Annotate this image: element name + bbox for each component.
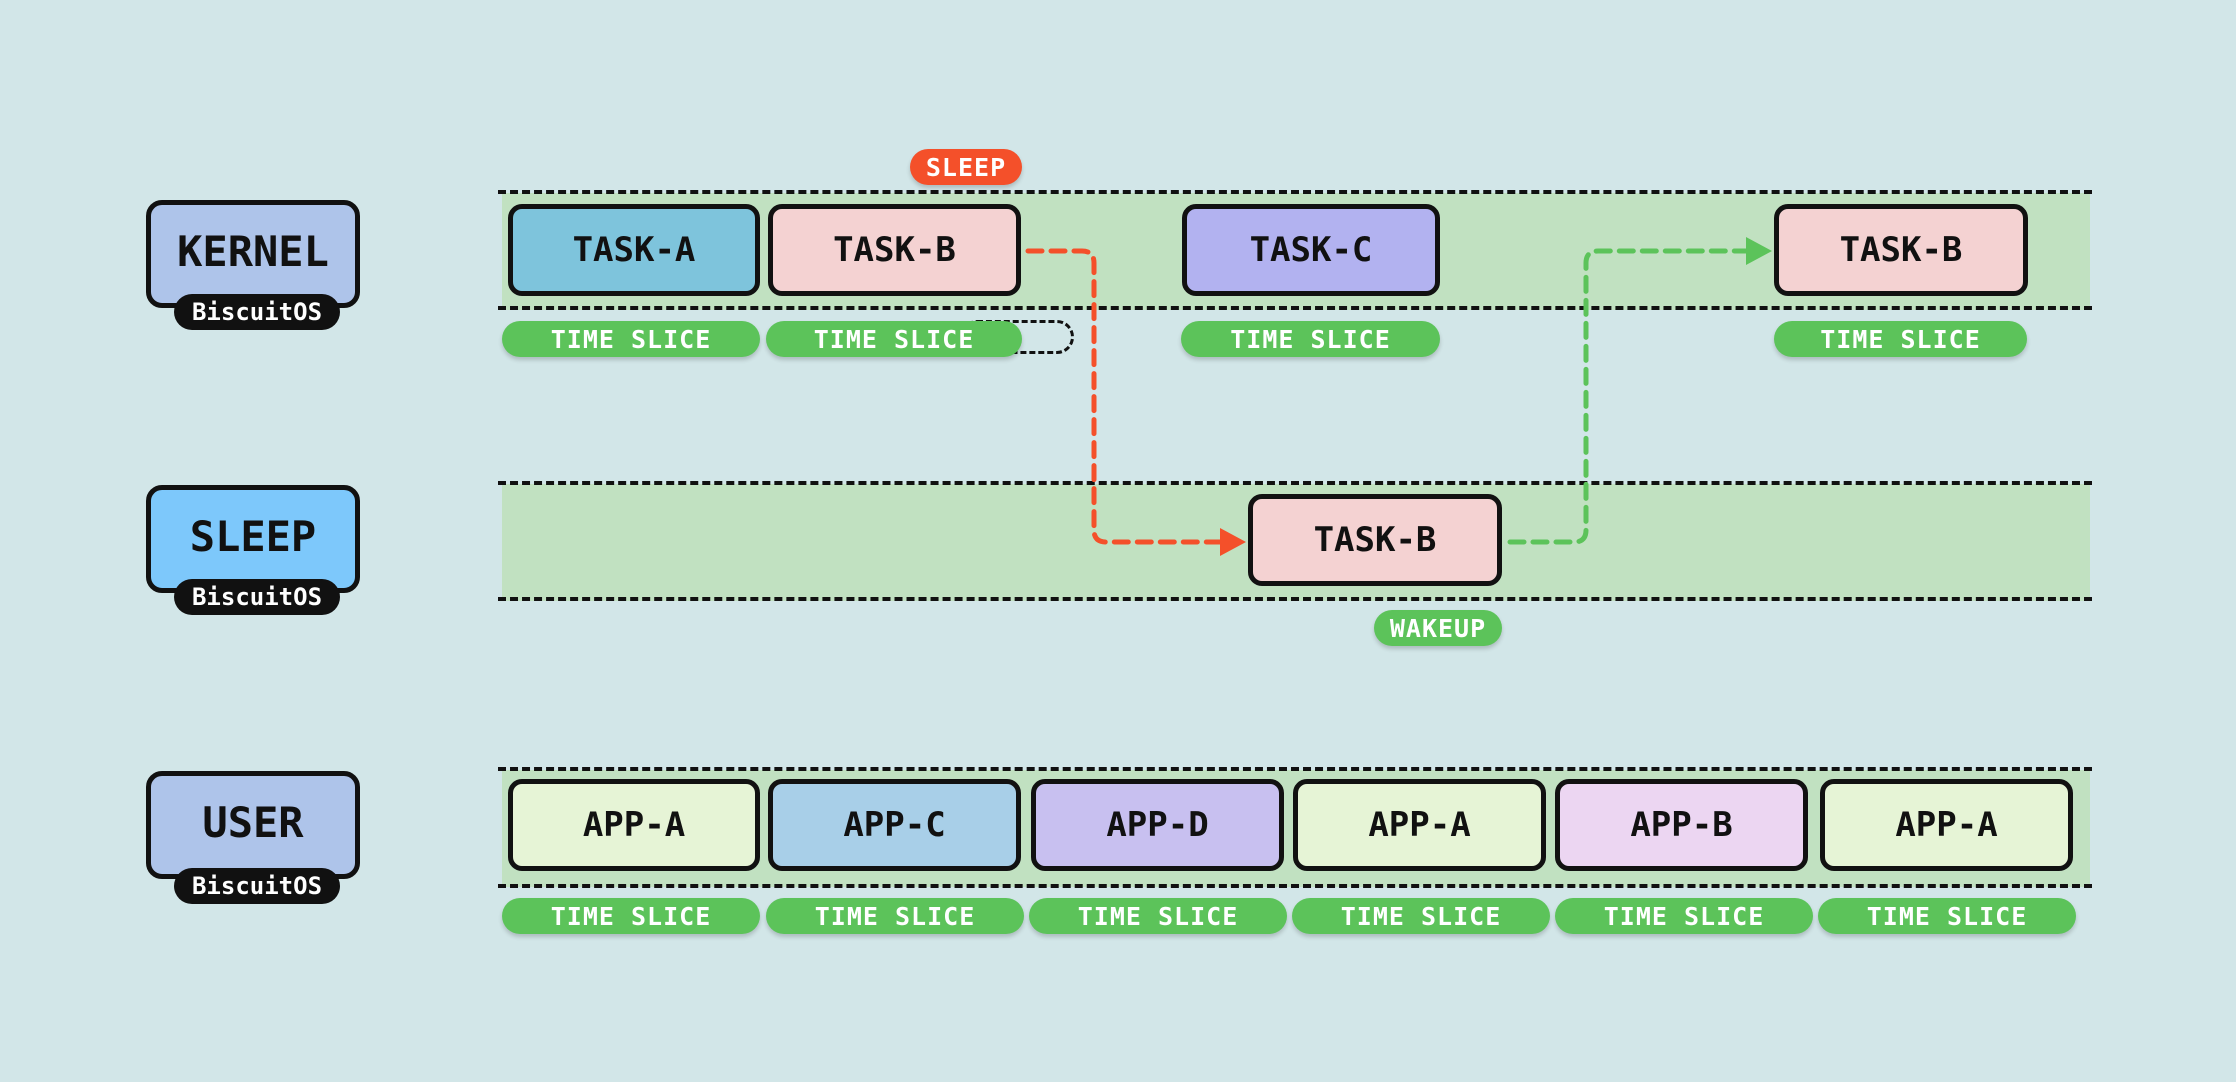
user-app: APP-B [1555, 779, 1808, 871]
sleep-row-title: SLEEP [189, 511, 317, 561]
wakeup-event-badge: WAKEUP [1374, 610, 1502, 646]
kernel-task-label: TASK-C [1249, 230, 1373, 270]
kernel-task-label: TASK-B [833, 230, 956, 270]
user-app-label: APP-D [1106, 805, 1209, 845]
user-app-label: APP-A [582, 805, 686, 845]
sleeping-task-label: TASK-B [1313, 520, 1437, 560]
user-time-slice: TIME SLICE [1818, 898, 2076, 934]
user-app: APP-A [508, 779, 760, 871]
user-lane-bottom-border [498, 884, 2092, 888]
sleep-lane-bottom-border [498, 597, 2092, 601]
sleeping-task: TASK-B [1248, 494, 1502, 586]
user-app: APP-D [1031, 779, 1284, 871]
kernel-task-label: TASK-B [1839, 230, 1963, 270]
user-app: APP-A [1293, 779, 1546, 871]
kernel-time-slice: TIME SLICE [766, 321, 1022, 357]
user-app-label: APP-A [1895, 805, 1998, 845]
user-row-title: USER [202, 797, 304, 847]
user-time-slice: TIME SLICE [1555, 898, 1813, 934]
user-app: APP-A [1820, 779, 2073, 871]
user-lane-top-border [498, 767, 2092, 771]
kernel-task-label: TASK-A [572, 230, 696, 270]
user-time-slice: TIME SLICE [766, 898, 1024, 934]
user-time-slice: TIME SLICE [502, 898, 760, 934]
kernel-row-title: KERNEL [177, 226, 329, 276]
kernel-task: TASK-B [1774, 204, 2028, 296]
user-app-label: APP-A [1368, 805, 1471, 845]
sleep-row-label: SLEEP [146, 485, 360, 593]
user-time-slice: TIME SLICE [1292, 898, 1550, 934]
kernel-row-tag: BiscuitOS [174, 294, 340, 330]
user-time-slice: TIME SLICE [1029, 898, 1287, 934]
sleep-lane-top-border [498, 481, 2092, 485]
kernel-task: TASK-B [768, 204, 1021, 296]
kernel-lane-bottom-border [498, 306, 2092, 310]
kernel-lane-top-border [498, 190, 2092, 194]
user-app: APP-C [768, 779, 1021, 871]
user-app-label: APP-C [843, 805, 946, 845]
sleep-row-tag: BiscuitOS [174, 579, 340, 615]
sleep-event-badge: SLEEP [910, 149, 1022, 185]
kernel-time-slice: TIME SLICE [1181, 321, 1440, 357]
user-row-label: USER [146, 771, 360, 879]
kernel-row-label: KERNEL [146, 200, 360, 308]
kernel-time-slice: TIME SLICE [1774, 321, 2027, 357]
user-row-tag: BiscuitOS [174, 868, 340, 904]
kernel-time-slice: TIME SLICE [502, 321, 760, 357]
kernel-task: TASK-A [508, 204, 760, 296]
user-app-label: APP-B [1630, 805, 1733, 845]
kernel-task: TASK-C [1182, 204, 1440, 296]
